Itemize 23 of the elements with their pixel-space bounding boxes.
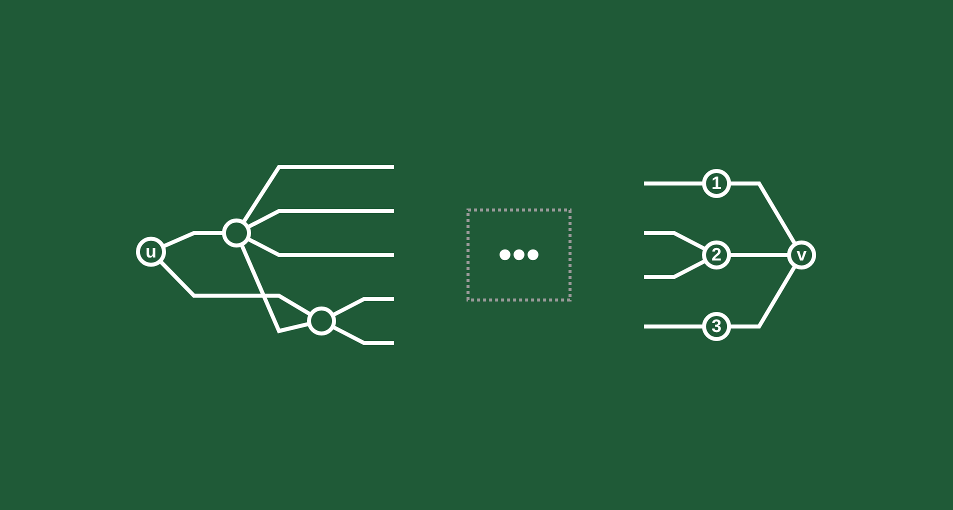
connector-line <box>247 236 394 257</box>
connector-line <box>644 182 704 186</box>
node-circle: u <box>136 236 166 267</box>
connector-line <box>332 297 394 318</box>
connector-line <box>730 264 798 328</box>
connector-line <box>644 258 707 279</box>
node-circle: v <box>788 240 817 270</box>
node-circle: 2 <box>702 240 732 270</box>
node-circle <box>222 218 252 248</box>
connector-line <box>159 260 312 316</box>
connector-line <box>242 165 394 224</box>
connector-line <box>644 231 707 252</box>
connector-line <box>240 244 310 334</box>
connector-line <box>730 182 798 246</box>
node-circle: 1 <box>702 168 732 198</box>
connector-line <box>644 324 704 328</box>
connector-line <box>247 209 394 230</box>
node-circle <box>307 306 336 336</box>
connector-line <box>730 253 790 257</box>
node-box: ••• <box>466 208 572 302</box>
connector-line <box>162 231 224 248</box>
node-circle: 3 <box>702 312 732 342</box>
connector-line <box>332 324 394 345</box>
